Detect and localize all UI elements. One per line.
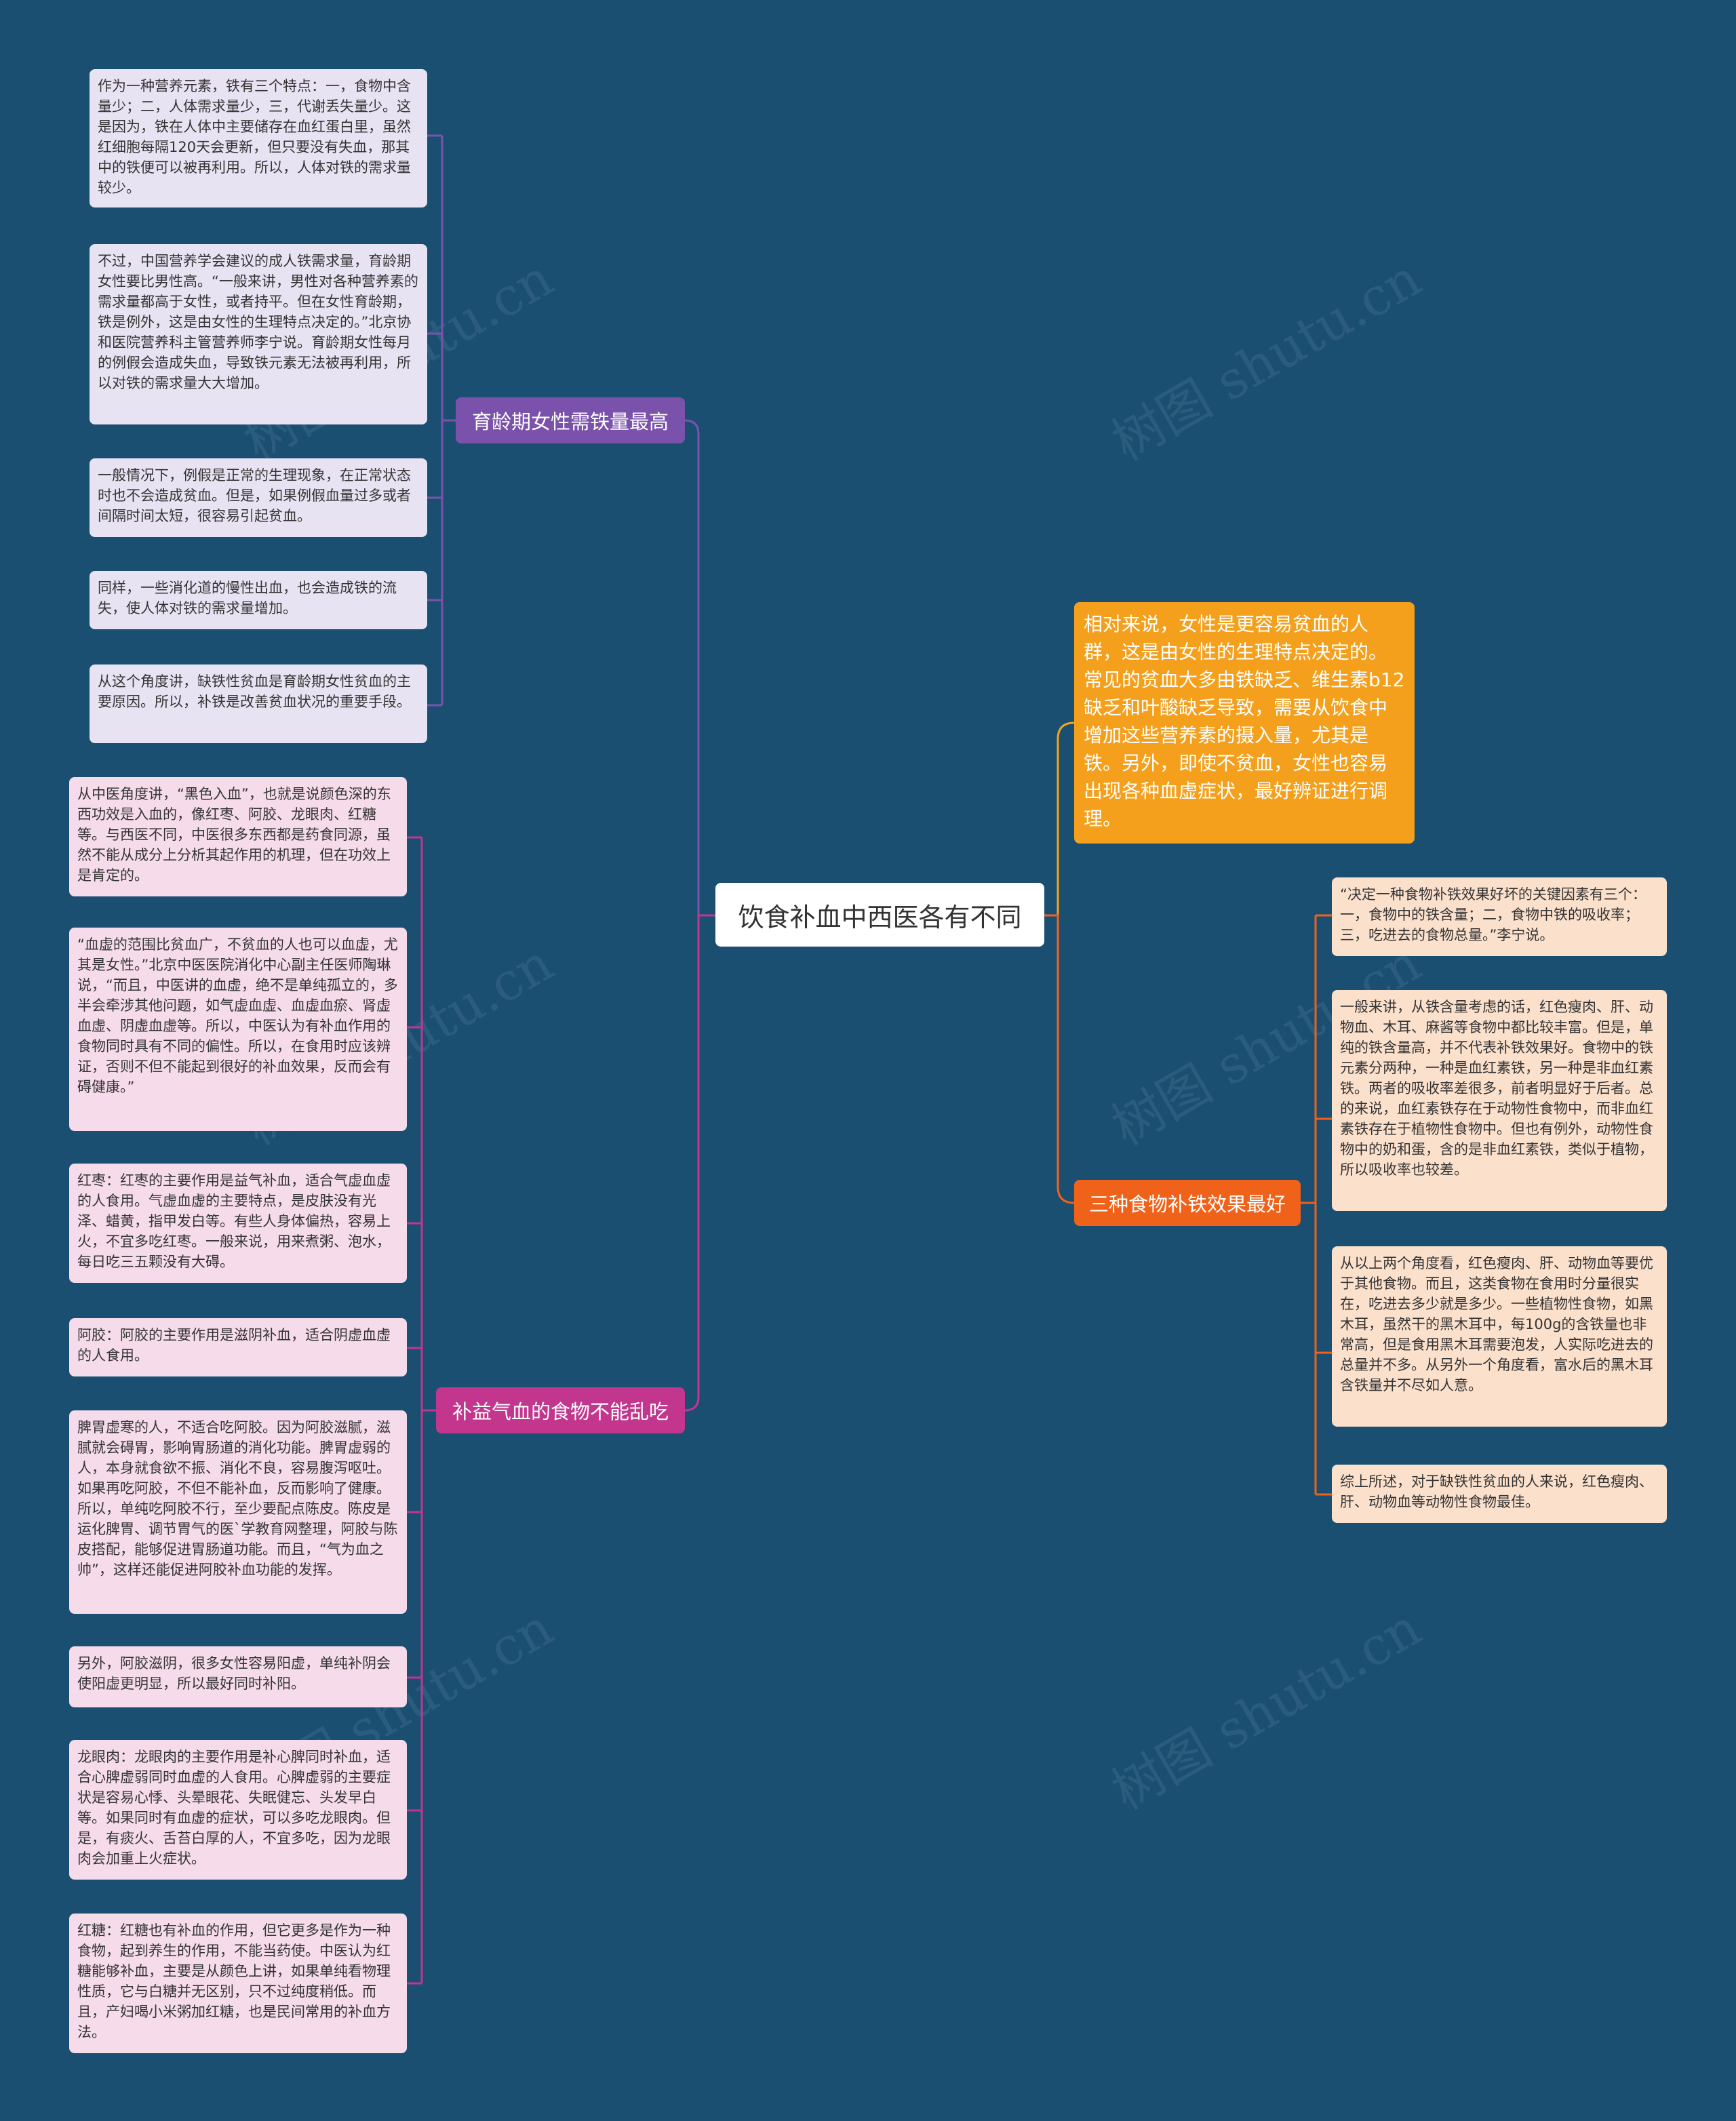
leaf-iron-need-4[interactable]: 同样，一些消化道的慢性出血，也会造成铁的流失，使人体对铁的需求量增加。 — [90, 571, 427, 629]
leaf-tonic-5[interactable]: 脾胃虚寒的人，不适合吃阿胶。因为阿胶滋腻，滋腻就会碍胃，影响胃肠道的消化功能。脾… — [69, 1410, 407, 1614]
leaf-iron-need-3[interactable]: 一般情况下，例假是正常的生理现象，在正常状态时也不会造成贫血。但是，如果例假血量… — [90, 458, 427, 537]
leaf-iron-need-5[interactable]: 从这个角度讲，缺铁性贫血是育龄期女性贫血的主要原因。所以，补铁是改善贫血状况的重… — [90, 665, 427, 743]
leaf-iron-foods-4[interactable]: 综上所述，对于缺铁性贫血的人来说，红色瘦肉、肝、动物血等动物性食物最佳。 — [1332, 1465, 1667, 1523]
leaf-tonic-6[interactable]: 另外，阿胶滋阴，很多女性容易阳虚，单纯补阴会使阳虚更明显，所以最好同时补阳。 — [69, 1646, 407, 1707]
leaf-tonic-3[interactable]: 红枣：红枣的主要作用是益气补血，适合气虚血虚的人食用。气虚血虚的主要特点，是皮肤… — [69, 1164, 407, 1283]
leaf-tonic-4[interactable]: 阿胶：阿胶的主要作用是滋阴补血，适合阴虚血虚的人食用。 — [69, 1318, 407, 1376]
intro-node[interactable]: 相对来说，女性是更容易贫血的人群，这是由女性的生理特点决定的。常见的贫血大多由铁… — [1074, 602, 1415, 844]
leaf-iron-need-2[interactable]: 不过，中国营养学会建议的成人铁需求量，育龄期女性要比男性高。“一般来讲，男性对各… — [90, 244, 427, 424]
branch-iron-need[interactable]: 育龄期女性需铁量最高 — [456, 397, 685, 443]
leaf-iron-need-1[interactable]: 作为一种营养元素，铁有三个特点：一，食物中含量少；二，人体需求量少，三，代谢丢失… — [90, 69, 427, 207]
leaf-iron-foods-2[interactable]: 一般来讲，从铁含量考虑的话，红色瘦肉、肝、动物血、木耳、麻酱等食物中都比较丰富。… — [1332, 990, 1667, 1211]
leaf-tonic-1[interactable]: 从中医角度讲，“黑色入血”，也就是说颜色深的东西功效是入血的，像红枣、阿胶、龙眼… — [69, 777, 407, 896]
leaf-tonic-2[interactable]: “血虚的范围比贫血广，不贫血的人也可以血虚，尤其是女性。”北京中医医院消化中心副… — [69, 928, 407, 1131]
leaf-iron-foods-1[interactable]: “决定一种食物补铁效果好坏的关键因素有三个：一，食物中的铁含量；二，食物中铁的吸… — [1332, 877, 1667, 956]
branch-tonic-foods[interactable]: 补益气血的食物不能乱吃 — [436, 1387, 685, 1433]
leaf-iron-foods-3[interactable]: 从以上两个角度看，红色瘦肉、肝、动物血等要优于其他食物。而且，这类食物在食用时分… — [1332, 1246, 1667, 1427]
branch-iron-foods[interactable]: 三种食物补铁效果最好 — [1074, 1180, 1301, 1226]
leaf-tonic-7[interactable]: 龙眼肉：龙眼肉的主要作用是补心脾同时补血，适合心脾虚弱同时血虚的人食用。心脾虚弱… — [69, 1740, 407, 1880]
center-topic[interactable]: 饮食补血中西医各有不同 — [715, 883, 1044, 947]
leaf-tonic-8[interactable]: 红糖：红糖也有补血的作用，但它更多是作为一种食物，起到养生的作用，不能当药使。中… — [69, 1914, 407, 2053]
